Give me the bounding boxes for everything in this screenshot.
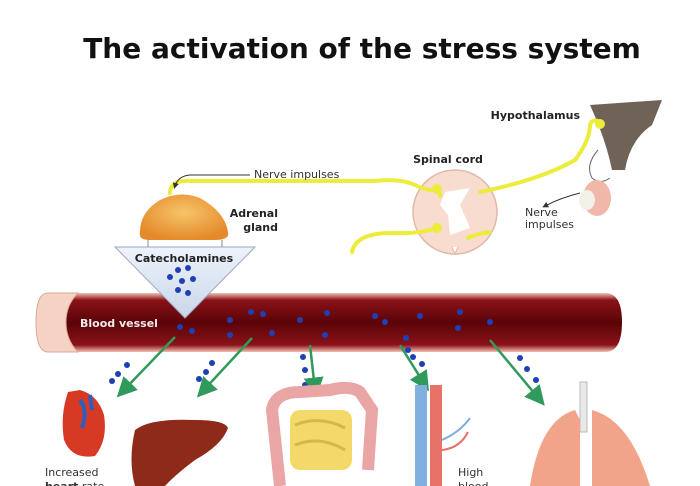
hypothalamus-label: Hypothalamus (491, 109, 581, 122)
molecule-dot (533, 377, 539, 383)
molecule-dot (300, 354, 306, 360)
bp-label-line2: blood (458, 480, 488, 486)
molecule-dot (227, 317, 233, 323)
molecule-dot (175, 267, 181, 273)
molecule-dot (410, 354, 416, 360)
molecule-dot (177, 324, 183, 330)
molecule-dot (517, 355, 523, 361)
molecule-dot (209, 360, 215, 366)
arrow-to-intestine (303, 344, 324, 398)
arrow-to-heart (116, 336, 176, 398)
molecule-dot (167, 274, 173, 280)
molecule-dot (109, 378, 115, 384)
molecule-dot (189, 328, 195, 334)
molecule-dot (297, 317, 303, 323)
nerve-fiber-exit (466, 230, 492, 240)
adrenal-gland-label-line2: gland (243, 221, 278, 234)
molecule-dot (185, 265, 191, 271)
molecule-dot (203, 369, 209, 375)
nerve-impulse-arrow (542, 192, 581, 208)
blood-vessels-illustration (415, 385, 471, 486)
blood-vessel (35, 292, 622, 353)
molecule-dot (227, 332, 233, 338)
synapse-dot (432, 223, 442, 233)
spinal-cord-label: Spinal cord (413, 153, 483, 166)
effect-arrows (116, 336, 545, 406)
molecule-dot (403, 335, 409, 341)
molecule-dot (322, 332, 328, 338)
nerve-fiber-lower (350, 226, 438, 254)
molecule-dot (372, 313, 378, 319)
synapse-dot (432, 184, 442, 194)
synapse-dot (595, 119, 605, 129)
nerve-fiber-hypothalamus (438, 118, 602, 198)
heart-illustration (62, 390, 105, 457)
nerve-impulses-label-line1: Nerve (525, 206, 558, 219)
catecholamine-funnel (113, 246, 257, 319)
molecule-dot (124, 362, 130, 368)
molecule-dot (196, 376, 202, 382)
molecule-dot (457, 309, 463, 315)
nerve-impulses-label: Nerve impulses (254, 168, 340, 181)
molecule-dot (179, 278, 185, 284)
molecule-dot (324, 310, 330, 316)
arrow-to-lungs (489, 339, 545, 406)
adrenal-gland-illustration (139, 194, 229, 240)
blood-vessel-label: Blood vessel (80, 317, 158, 330)
molecule-dot (417, 313, 423, 319)
nerve-impulses-label-line2: impulses (525, 218, 574, 231)
molecule-dot (260, 311, 266, 317)
funnel-connector (147, 240, 223, 247)
hypothalamus-illustration (579, 100, 662, 216)
molecule-dot (405, 347, 411, 353)
arrow-to-vessels (398, 344, 429, 392)
catecholamine-molecules (109, 265, 539, 388)
molecule-dot (455, 325, 461, 331)
nerve-fiber-adrenal (168, 178, 434, 195)
molecule-dot (419, 361, 425, 367)
molecule-dot (302, 367, 308, 373)
arrow-to-liver (196, 337, 253, 398)
molecule-dot (248, 309, 254, 315)
lungs-illustration (530, 381, 650, 486)
bp-label-line1: High (458, 466, 483, 479)
catecholamines-label: Catecholamines (135, 252, 234, 265)
molecule-dot (269, 330, 275, 336)
molecule-dot (190, 276, 196, 282)
intestine-illustration (265, 381, 379, 486)
molecule-dot (185, 290, 191, 296)
heart-label-line1: Increased (45, 466, 99, 479)
page-title: The activation of the stress system (83, 32, 641, 65)
nerve-impulse-arrow (172, 174, 250, 189)
heart-label-line2: heart rate (45, 480, 104, 486)
molecule-dot (524, 366, 530, 372)
liver-illustration (131, 419, 228, 486)
molecule-dot (175, 287, 181, 293)
molecule-dot (115, 371, 121, 377)
molecule-dot (487, 319, 493, 325)
adrenal-gland-label-line1: Adrenal (230, 207, 278, 220)
spinal-cord-illustration (412, 169, 498, 256)
molecule-dot (382, 319, 388, 325)
